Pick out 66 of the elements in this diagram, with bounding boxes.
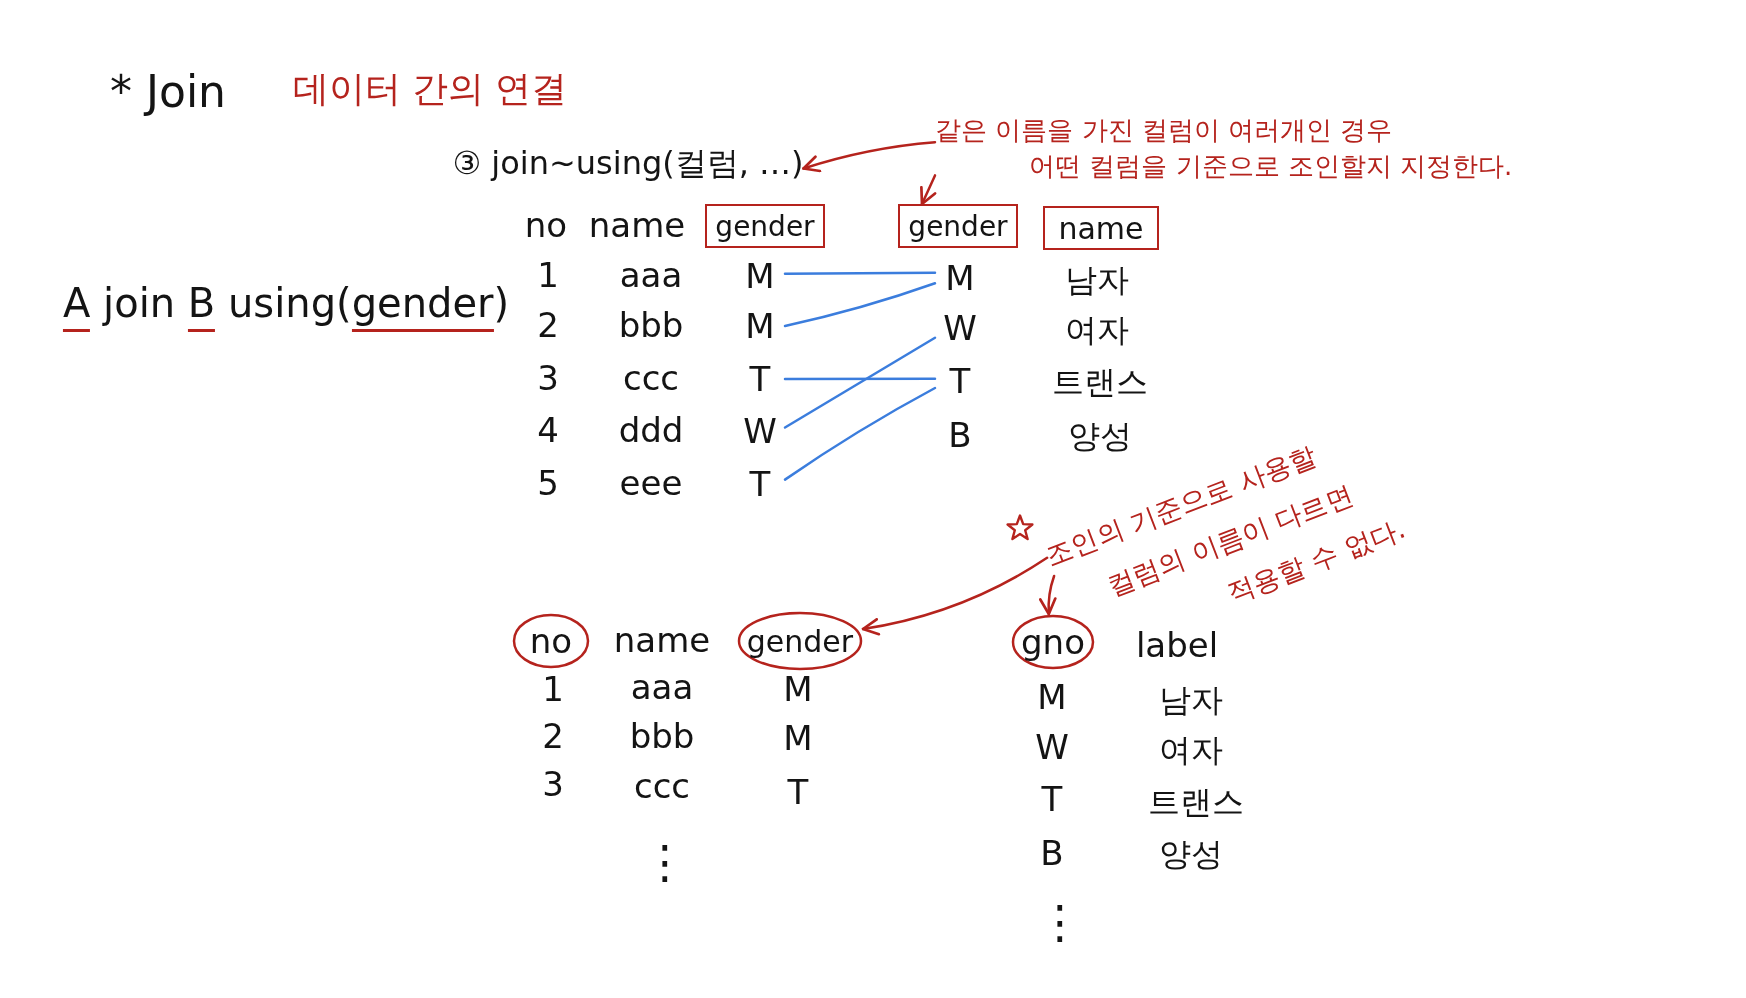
table-cell: 1: [537, 256, 559, 296]
table-cell: ddd: [618, 411, 684, 451]
table-cell: bbb: [629, 717, 695, 757]
subtitle: 데이터 간의 연결: [292, 68, 568, 110]
arrow: [920, 174, 937, 206]
boxed-column-header: gender: [898, 204, 1018, 248]
table-cell-text: T: [948, 360, 972, 403]
table-cell-text: W: [742, 410, 778, 453]
table-cell: 양성: [1159, 835, 1223, 873]
arrow: [802, 140, 937, 173]
connector-line: [783, 282, 937, 328]
column-header: label: [1135, 626, 1219, 666]
boxed-column-header: gender: [705, 204, 825, 248]
annotation-note: 같은 이름을 가진 컬럼이 여러개인 경우 어떤 컬럼을 기준으로 조인할지 지정한다.: [935, 114, 1513, 183]
vertical-ellipsis: ⋮: [642, 835, 688, 889]
table-cell: W: [1035, 728, 1069, 768]
circled-column-header: no: [512, 613, 590, 669]
table-cell: T: [787, 773, 809, 813]
vertical-ellipsis: ⋮: [1037, 895, 1083, 949]
syntax-heading: ③ join~using(컬럼, …): [452, 144, 804, 182]
table-cell: T: [1041, 780, 1063, 820]
title: * Join: [110, 66, 226, 118]
table-cell-text: M: [744, 305, 776, 348]
table-cell: 남자: [1159, 681, 1223, 719]
table-cell-text: M: [944, 257, 976, 300]
table-cell: 2: [542, 717, 564, 757]
table-cell-text: T: [748, 463, 772, 506]
table-cell: 남자: [1065, 261, 1129, 299]
table-cell: bbb: [618, 306, 684, 346]
table-cell: 3: [537, 359, 559, 399]
table-cell: eee: [619, 464, 683, 504]
table-cell: ccc: [622, 359, 680, 399]
table-cell-text: T: [748, 358, 772, 401]
table-cell: aaa: [619, 256, 683, 296]
table-cell-text: M: [744, 255, 776, 298]
table-cell: 트랜스: [1148, 783, 1244, 821]
table-cell: M: [783, 719, 813, 759]
table-cell: 5: [537, 464, 559, 504]
table-cell: 2: [537, 306, 559, 346]
connector-line: [783, 377, 937, 381]
connector-line: [783, 336, 937, 429]
connector-line: [783, 386, 937, 481]
boxed-column-header: name: [1043, 206, 1159, 250]
circled-column-header: gno: [1011, 614, 1095, 670]
column-header: name: [588, 206, 686, 246]
table-cell: 여자: [1159, 731, 1223, 769]
table-cell: M: [1037, 678, 1067, 718]
table-cell: 3: [542, 765, 564, 805]
circled-column-header: gender: [737, 611, 863, 671]
table-cell: M: [783, 670, 813, 710]
arrow: [1039, 574, 1057, 616]
syntax-example: A join B using(gender): [60, 275, 512, 341]
table-cell: 1: [542, 670, 564, 710]
connector-line: [783, 271, 937, 276]
table-cell-text: W: [942, 307, 978, 350]
table-cell: 양성: [1068, 417, 1132, 455]
table-cell: B: [1040, 834, 1064, 874]
table-cell: B: [948, 416, 972, 456]
table-cell: 4: [537, 411, 559, 451]
arrow: [861, 556, 1049, 636]
column-header: name: [613, 621, 711, 661]
table-cell: 여자: [1065, 311, 1129, 349]
table-cell: aaa: [630, 668, 694, 708]
column-header: no: [524, 206, 568, 246]
table-cell: 트랜스: [1052, 363, 1148, 401]
table-cell: ccc: [633, 767, 691, 807]
